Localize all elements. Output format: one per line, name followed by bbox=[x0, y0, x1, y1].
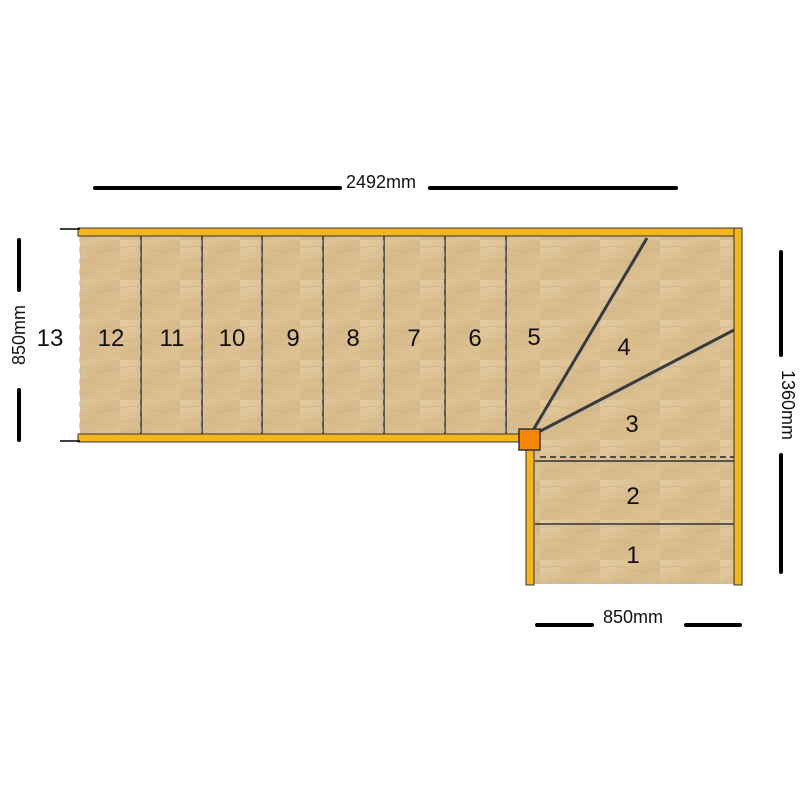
step-number: 8 bbox=[346, 325, 359, 352]
winder-separators bbox=[527, 237, 735, 584]
step-number: 2 bbox=[626, 483, 639, 510]
winder-line-5-4 bbox=[527, 237, 649, 438]
step-number: 13 bbox=[37, 325, 64, 352]
winder-line-4-3 bbox=[528, 328, 735, 439]
step-number: 1 bbox=[626, 542, 639, 569]
step-number: 3 bbox=[625, 411, 638, 438]
step-numbers: 1 2 3 4 5 6 7 8 9 10 11 12 13 bbox=[37, 324, 640, 569]
inner-stringer-horizontal bbox=[77, 433, 531, 443]
upper-tread-separators bbox=[79, 236, 507, 434]
step-number: 9 bbox=[286, 325, 299, 352]
stringers bbox=[77, 227, 743, 586]
right-stringer bbox=[733, 227, 743, 586]
inner-stringer-vertical bbox=[525, 441, 535, 586]
lower-flight-wood bbox=[533, 434, 735, 584]
dimension-left-height: 850mm bbox=[9, 228, 80, 442]
dimension-bottom-width: 850mm bbox=[535, 607, 742, 627]
step-number: 11 bbox=[160, 325, 185, 352]
newel-post-icon bbox=[518, 428, 541, 451]
wood-treads bbox=[80, 236, 735, 584]
dimension-label: 850mm bbox=[9, 305, 29, 365]
top-stringer bbox=[77, 227, 743, 237]
step-number: 7 bbox=[407, 325, 420, 352]
step-number: 4 bbox=[617, 334, 630, 361]
upper-flight-wood bbox=[80, 236, 735, 434]
dimension-label: 2492mm bbox=[346, 172, 416, 192]
dimension-label: 1360mm bbox=[778, 370, 798, 440]
dimension-top-width: 2492mm bbox=[93, 172, 678, 192]
dimension-right-height: 1360mm bbox=[778, 250, 798, 574]
dimension-label: 850mm bbox=[603, 607, 663, 627]
step-number: 6 bbox=[468, 325, 481, 352]
step-number: 10 bbox=[219, 325, 246, 352]
step-number: 5 bbox=[527, 324, 540, 351]
step-number: 12 bbox=[98, 325, 125, 352]
